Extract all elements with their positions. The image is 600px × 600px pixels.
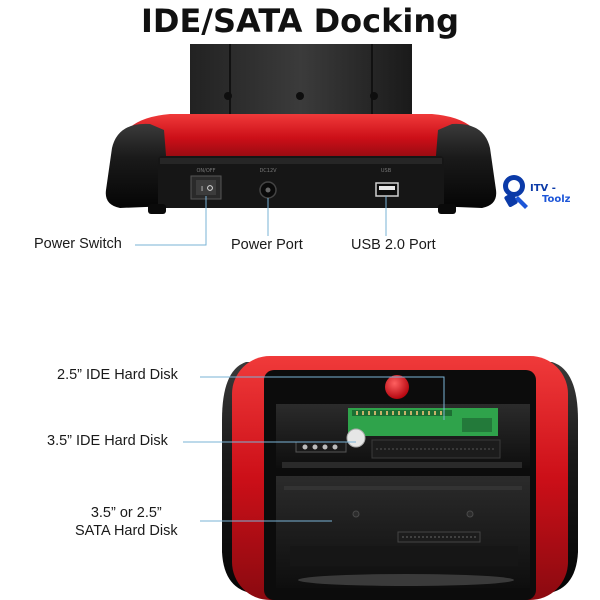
page-title: IDE/SATA Docking [140,2,460,40]
dock-rear-view: ON/OFF I DC12V USB [105,44,497,214]
logo-line-2: Toolz [542,194,571,205]
callout-usb-port: USB 2.0 Port [351,237,436,253]
base-plate [298,574,514,586]
usb-label: USB [381,168,392,174]
eject-button [385,375,409,399]
callout-sata: 3.5” or 2.5” SATA Hard Disk [75,504,178,540]
bottom-callout-lines [183,376,445,522]
callout-ide-35: 3.5” IDE Hard Disk [47,433,168,449]
power-switch: ON/OFF I [190,168,222,200]
left-wing [105,123,170,208]
svg-text:I: I [201,185,203,193]
callout-power-port: Power Port [231,237,303,253]
back-panel [158,156,444,208]
right-wing [432,123,497,208]
itv-toolz-logo [503,175,528,209]
callout-sata-line-1: 3.5” or 2.5” [90,505,162,521]
usb-port: USB [375,168,399,197]
dock-front-view [222,356,578,600]
logo-line-1: ITV - [530,183,556,194]
callout-power-switch: Power Switch [34,236,122,252]
callout-ide-25: 2.5” IDE Hard Disk [57,367,178,383]
top-callout-lines [135,196,387,246]
seal-sticker [346,428,366,448]
switch-label: ON/OFF [196,168,215,174]
power-label: DC12V [259,168,277,174]
logo-text: ITV - Toolz [530,183,570,205]
callout-sata-line-2: SATA Hard Disk [75,523,178,539]
red-shell [112,114,490,162]
drive-slot-tower [190,44,412,122]
